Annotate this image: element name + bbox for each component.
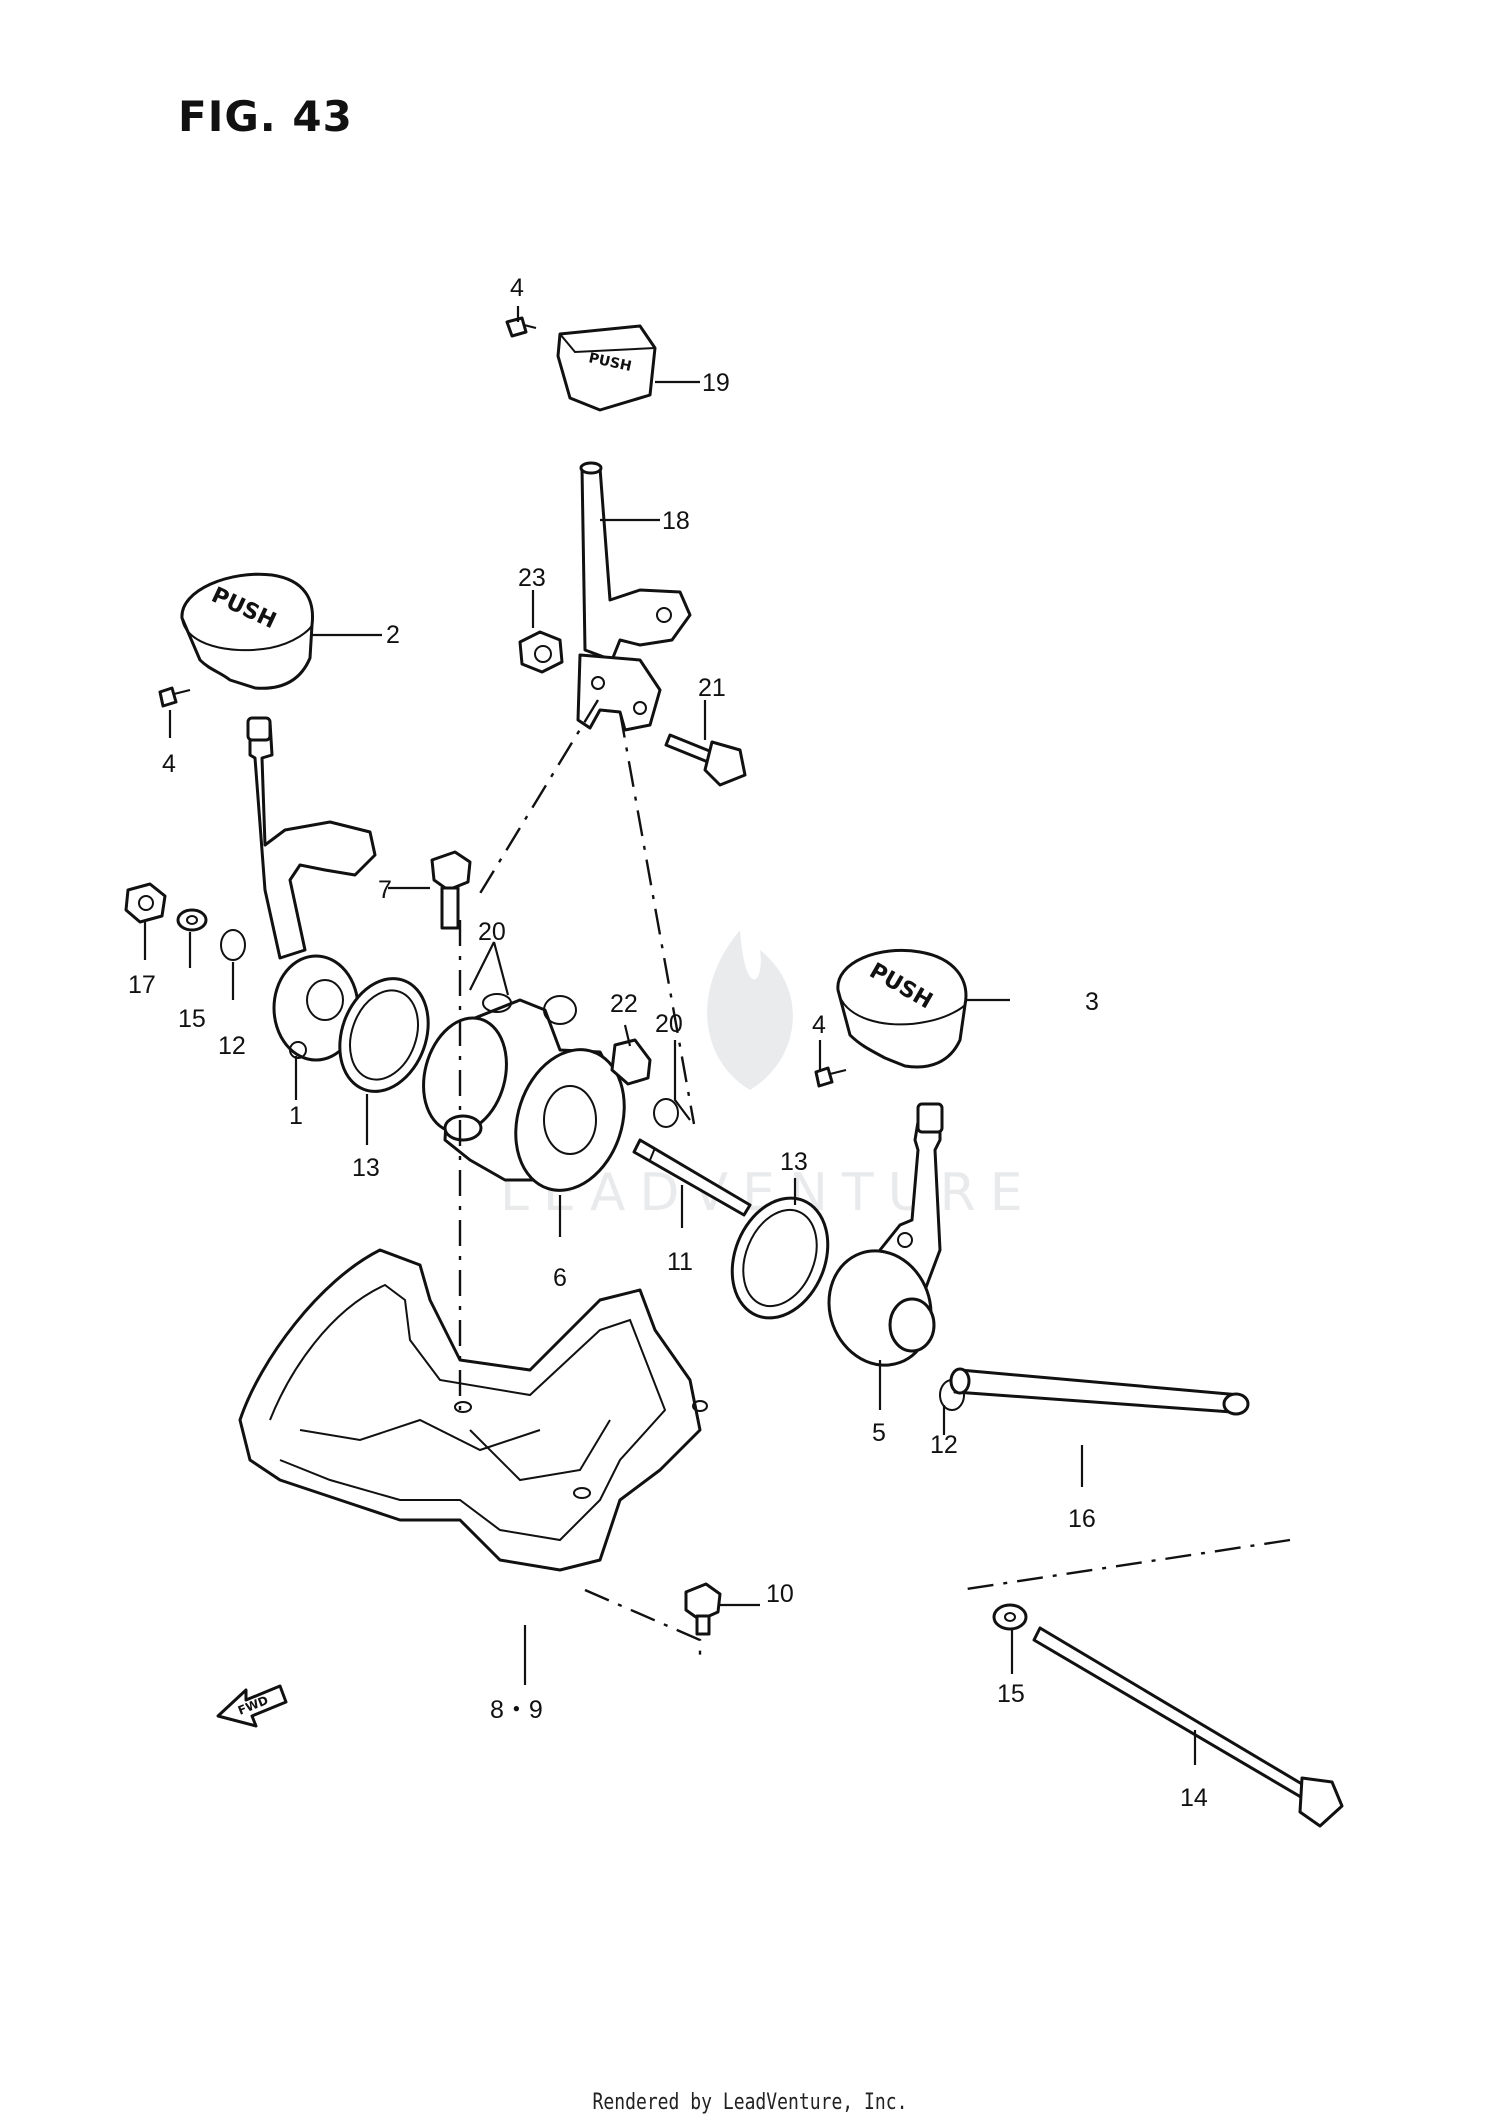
callout-21: 21	[698, 674, 726, 702]
part-8-9-bracket	[238, 1248, 708, 1572]
callout-4-left: 4	[162, 750, 176, 778]
callout-22: 22	[610, 990, 638, 1018]
part-23-nut	[518, 630, 564, 674]
callout-18: 18	[662, 507, 690, 535]
part-20-ring-upper	[482, 993, 512, 1013]
part-4-screw-right	[814, 1066, 847, 1088]
callout-3: 3	[1085, 988, 1099, 1016]
callout-11: 11	[667, 1248, 693, 1276]
callout-8-9: 8・9	[490, 1696, 543, 1724]
callout-12-right: 12	[930, 1431, 958, 1459]
callout-12-left: 12	[218, 1032, 246, 1060]
part-19-plug: PUSH	[556, 324, 657, 412]
part-4-screw-left	[158, 686, 191, 708]
fwd-arrow-icon: FWD	[216, 1684, 288, 1728]
flame-icon	[707, 930, 793, 1090]
callout-13-right: 13	[780, 1148, 808, 1176]
callout-23: 23	[518, 564, 546, 592]
part-17-nut	[124, 882, 167, 924]
footer-credit: Rendered by LeadVenture, Inc.	[592, 2090, 908, 2115]
part-22-bushing	[610, 1038, 652, 1086]
callout-16: 16	[1068, 1505, 1096, 1533]
part-3-push-knob: PUSH	[836, 948, 968, 1069]
part-10-bolt	[684, 1582, 722, 1636]
callout-15-left: 15	[178, 1005, 206, 1033]
part-6-housing	[422, 995, 626, 1192]
callout-4-right: 4	[812, 1011, 826, 1039]
callout-14: 14	[1180, 1784, 1208, 1812]
callouts: 4 19 18 23 21 2 4 7 20 17 15 12 1 13 22 …	[128, 274, 1208, 1812]
callout-4: 4	[510, 274, 524, 302]
part-18-lever	[579, 461, 692, 662]
part-15-washer-right	[992, 1603, 1028, 1631]
part-4-screw-top	[505, 316, 537, 338]
callout-2: 2	[386, 621, 400, 649]
callout-10: 10	[766, 1580, 794, 1608]
lever-bracket	[576, 653, 662, 732]
part-20-ring-right	[653, 1098, 679, 1128]
callout-13-left: 13	[352, 1154, 380, 1182]
part-12-oring-left	[220, 929, 246, 961]
part-11-shaft	[632, 1138, 752, 1217]
part-15-washer-left	[176, 908, 208, 932]
callout-19: 19	[702, 369, 730, 397]
part-7-bolt	[430, 850, 472, 930]
callout-6: 6	[553, 1264, 567, 1292]
part-14-bolt	[1032, 1626, 1344, 1828]
part-5-lever	[827, 1102, 944, 1367]
part-2-push-knob: PUSH	[180, 572, 315, 690]
part-16-shaft	[949, 1367, 1250, 1416]
part-13-seal-right	[730, 1196, 830, 1320]
callout-7: 7	[378, 876, 392, 904]
callout-1: 1	[289, 1102, 303, 1130]
part-21-bolt	[664, 733, 747, 787]
assembly-lines	[458, 699, 1291, 1660]
callout-20-upper: 20	[478, 918, 506, 946]
leader-lines	[143, 306, 1197, 1765]
callout-15-right: 15	[997, 1680, 1025, 1708]
part-1-lever	[246, 716, 377, 1062]
callout-20-right: 20	[655, 1010, 683, 1038]
part-13-seal-left	[338, 977, 430, 1093]
figure-title: FIG. 43	[178, 92, 353, 141]
callout-17: 17	[128, 971, 156, 999]
callout-5: 5	[872, 1419, 886, 1447]
